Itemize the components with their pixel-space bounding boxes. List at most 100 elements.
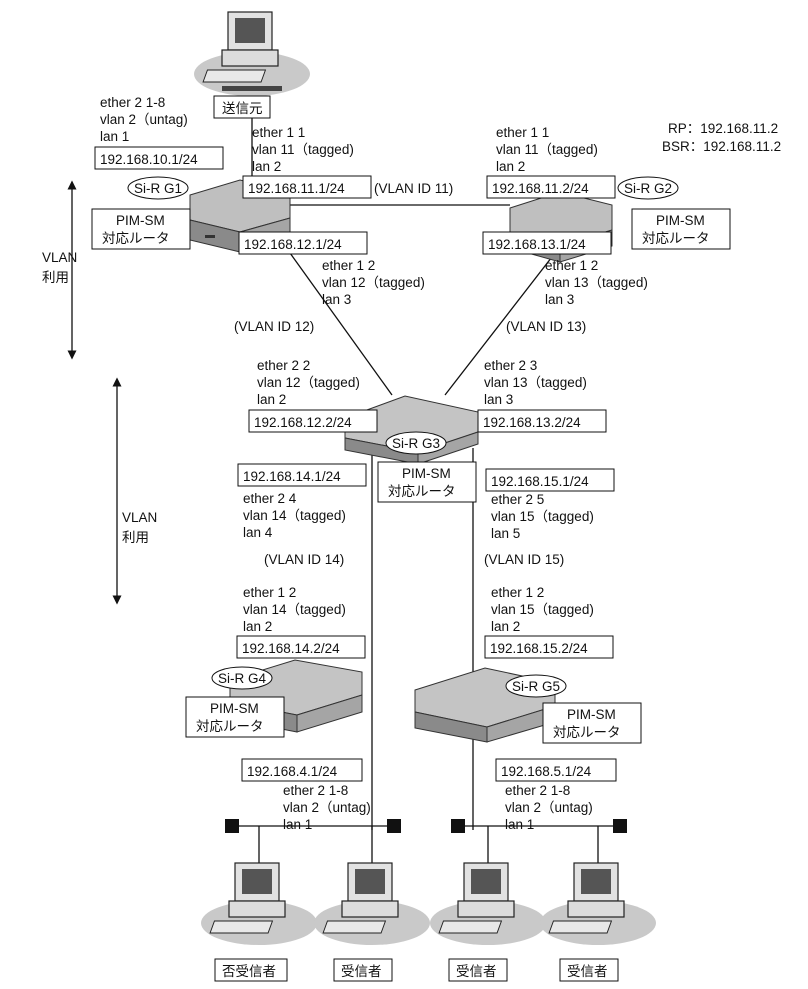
receiver-label-1: 否受信者 [222, 964, 276, 979]
g2-addr-lan3: 192.168.13.1/24 [488, 237, 586, 252]
svg-text:lan 1: lan 1 [100, 129, 129, 144]
svg-text:vlan 11（tagged): vlan 11（tagged) [496, 142, 598, 157]
receiver-pc-3 [430, 863, 546, 945]
svg-text:lan 2: lan 2 [491, 619, 520, 634]
vlan-label-line1: VLAN [42, 250, 77, 265]
svg-text:vlan 14（tagged): vlan 14（tagged) [243, 602, 346, 617]
g3-port-lan3: ether 2 3 vlan 13（tagged) lan 3 [484, 358, 587, 407]
svg-text:vlan 13（tagged): vlan 13（tagged) [484, 375, 587, 390]
svg-text:ether 1 2: ether 1 2 [491, 585, 544, 600]
g1-role-2: 対応ルータ [102, 231, 170, 246]
sender-label: 送信元 [222, 101, 263, 116]
g4-role-1: PIM-SM [210, 701, 259, 716]
svg-text:ether 2 1-8: ether 2 1-8 [505, 783, 570, 798]
svg-text:lan 2: lan 2 [496, 159, 525, 174]
g3-port-lan5: ether 2 5 vlan 15（tagged) lan 5 [491, 492, 594, 541]
vlan-arrow-top: VLAN 利用 [42, 185, 77, 355]
g4-name: Si-R G4 [218, 671, 267, 686]
svg-text:ether 2 2: ether 2 2 [257, 358, 310, 373]
link-label-vlan13: (VLAN ID 13) [506, 319, 586, 334]
g3-addr-lan2: 192.168.12.2/24 [254, 415, 352, 430]
g1-addr-lan1: 192.168.10.1/24 [100, 152, 198, 167]
svg-text:ether 1 2: ether 1 2 [243, 585, 296, 600]
svg-text:lan 2: lan 2 [257, 392, 286, 407]
receiver-label-2: 受信者 [341, 964, 382, 979]
g2-role-1: PIM-SM [656, 213, 705, 228]
receiver-pc-4 [540, 863, 656, 945]
g3-port-lan4: ether 2 4 vlan 14（tagged) lan 4 [243, 491, 346, 540]
svg-text:ether 2 1-8: ether 2 1-8 [283, 783, 348, 798]
svg-text:lan 2: lan 2 [252, 159, 281, 174]
vlan-label-line2: 利用 [42, 270, 69, 285]
keyboard-icon [210, 921, 272, 933]
terminator [451, 819, 465, 833]
svg-text:vlan 2（untag): vlan 2（untag) [283, 800, 371, 815]
g5-role-2: 対応ルータ [553, 725, 621, 740]
svg-text:ether 2 1-8: ether 2 1-8 [100, 95, 165, 110]
svg-text:vlan 2（untag): vlan 2（untag) [505, 800, 593, 815]
link-label-vlan12: (VLAN ID 12) [234, 319, 314, 334]
g1-addr-lan3: 192.168.12.1/24 [244, 237, 342, 252]
g3-addr-lan4: 192.168.14.1/24 [243, 469, 341, 484]
svg-text:vlan 15（tagged): vlan 15（tagged) [491, 509, 594, 524]
g5-addr-lan2: 192.168.15.2/24 [490, 641, 588, 656]
g1-role-1: PIM-SM [116, 213, 165, 228]
keyboard-icon [439, 921, 501, 933]
g3-addr-lan3: 192.168.13.2/24 [483, 415, 581, 430]
keyboard-icon [549, 921, 611, 933]
svg-text:ether 2 5: ether 2 5 [491, 492, 544, 507]
keyboard-icon [203, 70, 265, 82]
svg-text:lan 3: lan 3 [484, 392, 513, 407]
svg-text:vlan 2（untag): vlan 2（untag) [100, 112, 188, 127]
svg-text:lan 3: lan 3 [545, 292, 574, 307]
g4-addr-lan2: 192.168.14.2/24 [242, 641, 340, 656]
svg-text:vlan 15（tagged): vlan 15（tagged) [491, 602, 594, 617]
g2-port-lan3: ether 1 2 vlan 13（tagged) lan 3 [545, 258, 648, 307]
sender-pc [194, 12, 310, 96]
g4-role-2: 対応ルータ [196, 719, 264, 734]
g1-port-lan3: ether 1 2 vlan 12（tagged) lan 3 [322, 258, 425, 307]
legend-rp: RP：192.168.11.2 [668, 121, 778, 136]
svg-text:ether 2 3: ether 2 3 [484, 358, 537, 373]
terminator [613, 819, 627, 833]
link-label-vlan14: (VLAN ID 14) [264, 552, 344, 567]
svg-text:ether 1 1: ether 1 1 [496, 125, 549, 140]
svg-text:vlan 13（tagged): vlan 13（tagged) [545, 275, 648, 290]
g5-addr-lan1: 192.168.5.1/24 [501, 764, 592, 779]
g1-name: Si-R G1 [134, 181, 182, 196]
svg-text:ether 1 2: ether 1 2 [545, 258, 598, 273]
g3-role-1: PIM-SM [402, 466, 451, 481]
g1-port-lan2: ether 1 1 vlan 11（tagged) lan 2 [252, 125, 354, 174]
svg-text:lan 4: lan 4 [243, 525, 273, 540]
svg-text:vlan 14（tagged): vlan 14（tagged) [243, 508, 346, 523]
g2-addr-lan2: 192.168.11.2/24 [492, 181, 589, 196]
svg-text:ether 1 1: ether 1 1 [252, 125, 305, 140]
receiver-pc-2 [314, 863, 430, 945]
terminator [387, 819, 401, 833]
svg-text:vlan 12（tagged): vlan 12（tagged) [257, 375, 360, 390]
legend: RP：192.168.11.2 BSR：192.168.11.2 [662, 121, 781, 154]
vlan-arrow-mid: VLAN 利用 [117, 382, 157, 600]
pc-base-icon [222, 50, 278, 66]
g5-name: Si-R G5 [512, 679, 560, 694]
g4-addr-lan1: 192.168.4.1/24 [247, 764, 338, 779]
svg-text:lan 1: lan 1 [283, 817, 312, 832]
g1-port-lan1: ether 2 1-8 vlan 2（untag) lan 1 [100, 95, 188, 144]
svg-text:ether 2 4: ether 2 4 [243, 491, 297, 506]
g2-role-2: 対応ルータ [642, 231, 710, 246]
g3-role-2: 対応ルータ [388, 484, 456, 499]
g5-role-1: PIM-SM [567, 707, 616, 722]
g2-port-lan2: ether 1 1 vlan 11（tagged) lan 2 [496, 125, 598, 174]
svg-text:vlan 12（tagged): vlan 12（tagged) [322, 275, 425, 290]
svg-text:lan 5: lan 5 [491, 526, 520, 541]
vlan-label-line2: 利用 [122, 530, 149, 545]
g2-name: Si-R G2 [624, 181, 672, 196]
receiver-label-4: 受信者 [567, 964, 608, 979]
g4-port-lan1: ether 2 1-8 vlan 2（untag) lan 1 [283, 783, 371, 832]
g3-name: Si-R G3 [392, 436, 440, 451]
g5-port-lan1: ether 2 1-8 vlan 2（untag) lan 1 [505, 783, 593, 832]
g4-port-lan2: ether 1 2 vlan 14（tagged) lan 2 [243, 585, 346, 634]
g3-port-lan2: ether 2 2 vlan 12（tagged) lan 2 [257, 358, 360, 407]
svg-text:ether 1 2: ether 1 2 [322, 258, 375, 273]
